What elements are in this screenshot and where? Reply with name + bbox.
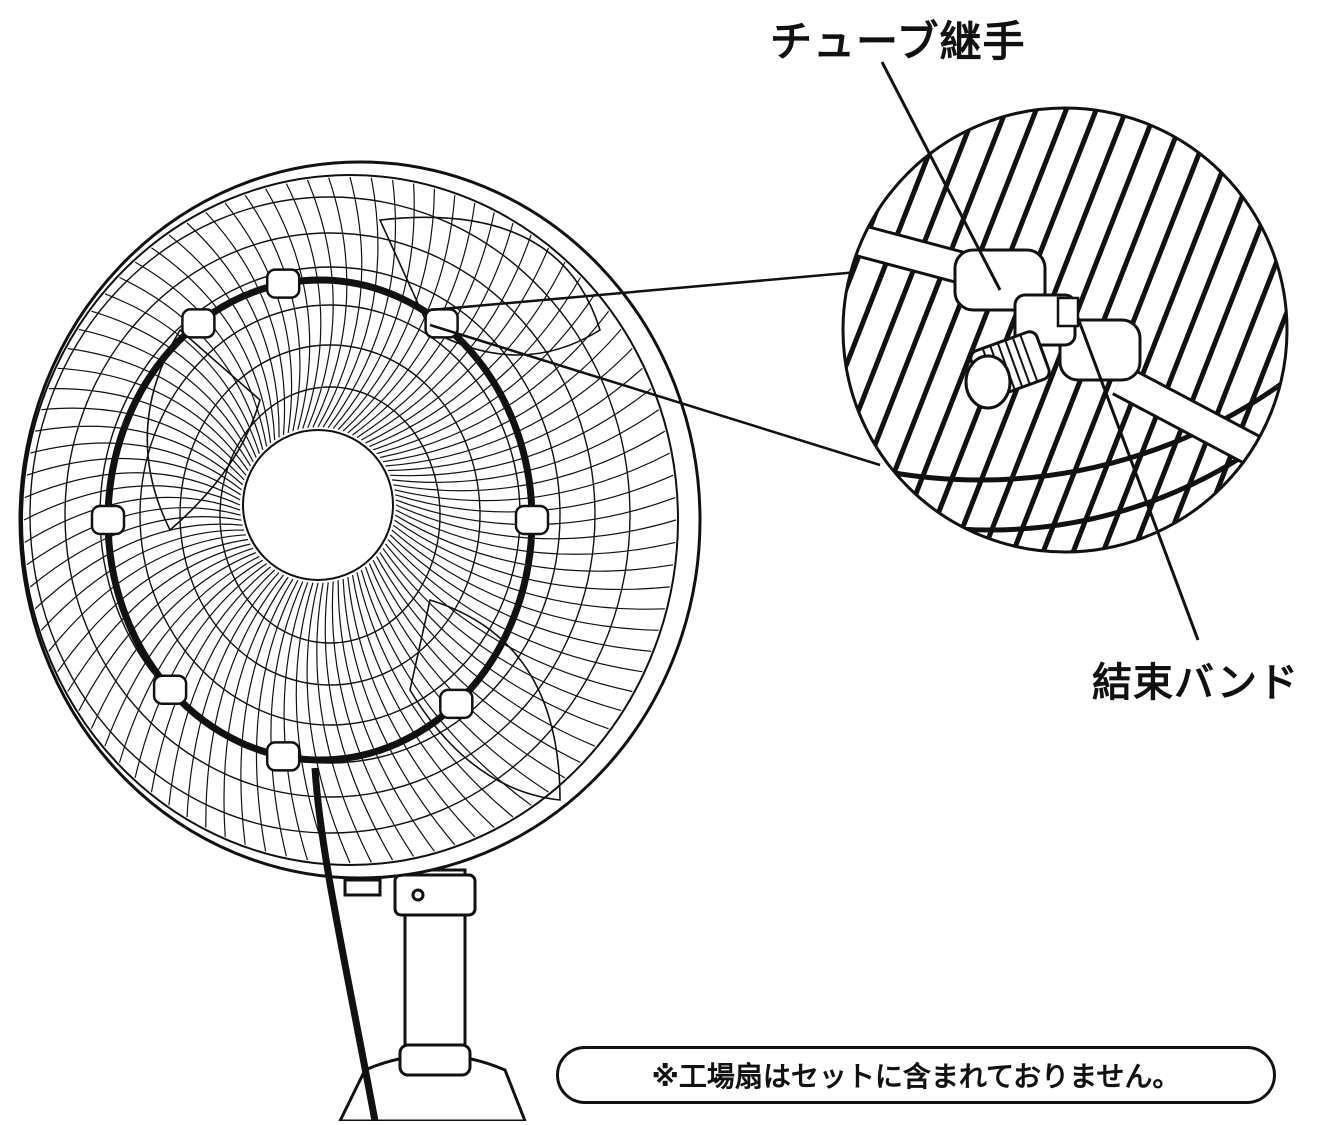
zoom-leader-lines (429, 270, 881, 467)
tube-joint-label: チューブ継手 (770, 17, 1026, 66)
fan-stand (337, 868, 528, 1123)
exclusion-note: ※工場扇はセットに含まれておりません。 (556, 1046, 1276, 1104)
exclusion-note-text: ※工場扇はセットに含まれておりません。 (651, 1060, 1181, 1093)
fan-guard (18, 160, 702, 880)
cable-tie-label: 結束バンド (1092, 660, 1299, 706)
callout-lines (880, 61, 1200, 641)
